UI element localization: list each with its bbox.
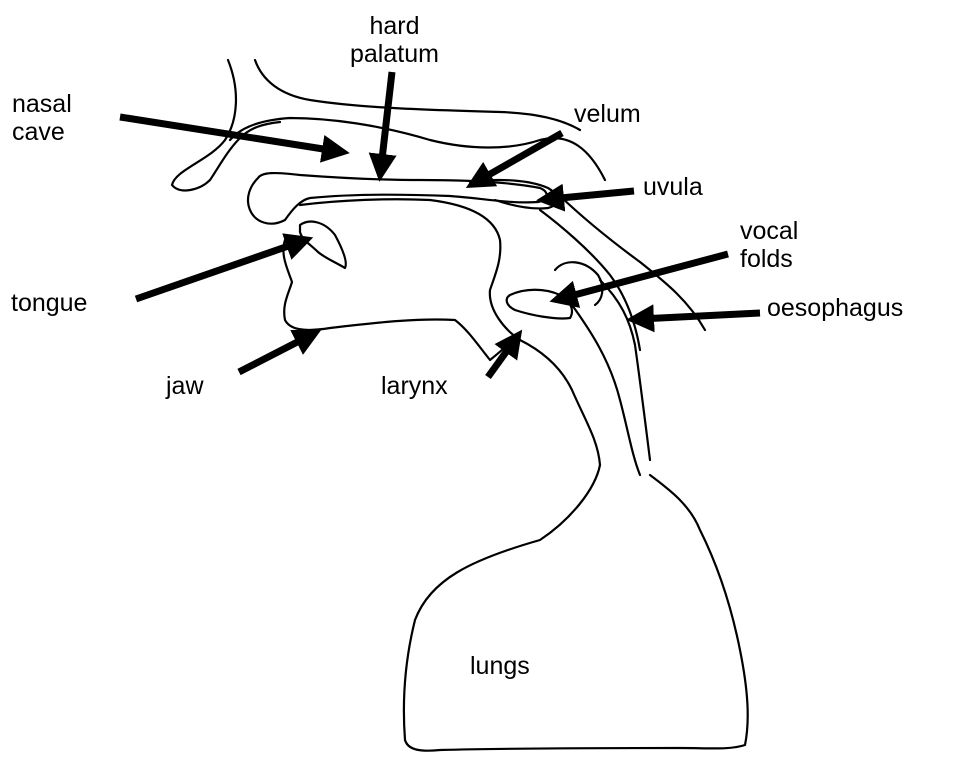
label-uvula: uvula [643,173,703,201]
label-larynx: larynx [381,372,448,400]
arrow-tongue [136,242,300,299]
label-nasal-cave-line1: nasal [12,90,72,118]
label-nasal-cave-line2: cave [12,118,72,146]
label-vocal-folds-line1: vocal [740,217,798,245]
jaw-outline [283,240,512,360]
arrow-jaw [239,336,309,372]
label-hard-palatum-line1: hard [350,12,439,40]
larynx-outline [520,340,600,465]
lungs-outline [404,465,748,751]
arrows [120,72,760,377]
label-vocal-folds: vocal folds [740,217,798,273]
label-velum: velum [574,100,641,128]
nasal-cavity-roof [230,118,605,180]
oesophagus-outline [600,280,650,460]
arrow-uvula [550,191,634,199]
tongue-outline [300,222,346,268]
label-lungs: lungs [470,652,530,680]
label-hard-palatum: hard palatum [350,12,439,68]
label-tongue: tongue [11,289,87,317]
label-hard-palatum-line2: palatum [350,40,439,68]
oral-cavity-back [300,199,520,340]
vocal-fold-upper [555,262,602,305]
anatomy-outline [172,60,748,751]
arrow-nasal-cave [120,117,336,151]
label-vocal-folds-line2: folds [740,245,798,273]
arrow-hard-palatum [381,72,392,168]
label-nasal-cave: nasal cave [12,90,72,146]
trachea-front [572,305,640,475]
label-oesophagus: oesophagus [767,294,903,322]
arrow-vocal-folds [563,254,728,298]
arrow-velum [478,133,562,181]
vocal-fold-lower [507,290,572,319]
label-jaw: jaw [166,372,204,400]
arrow-oesophagus [640,313,760,319]
forehead-outline [255,60,580,130]
